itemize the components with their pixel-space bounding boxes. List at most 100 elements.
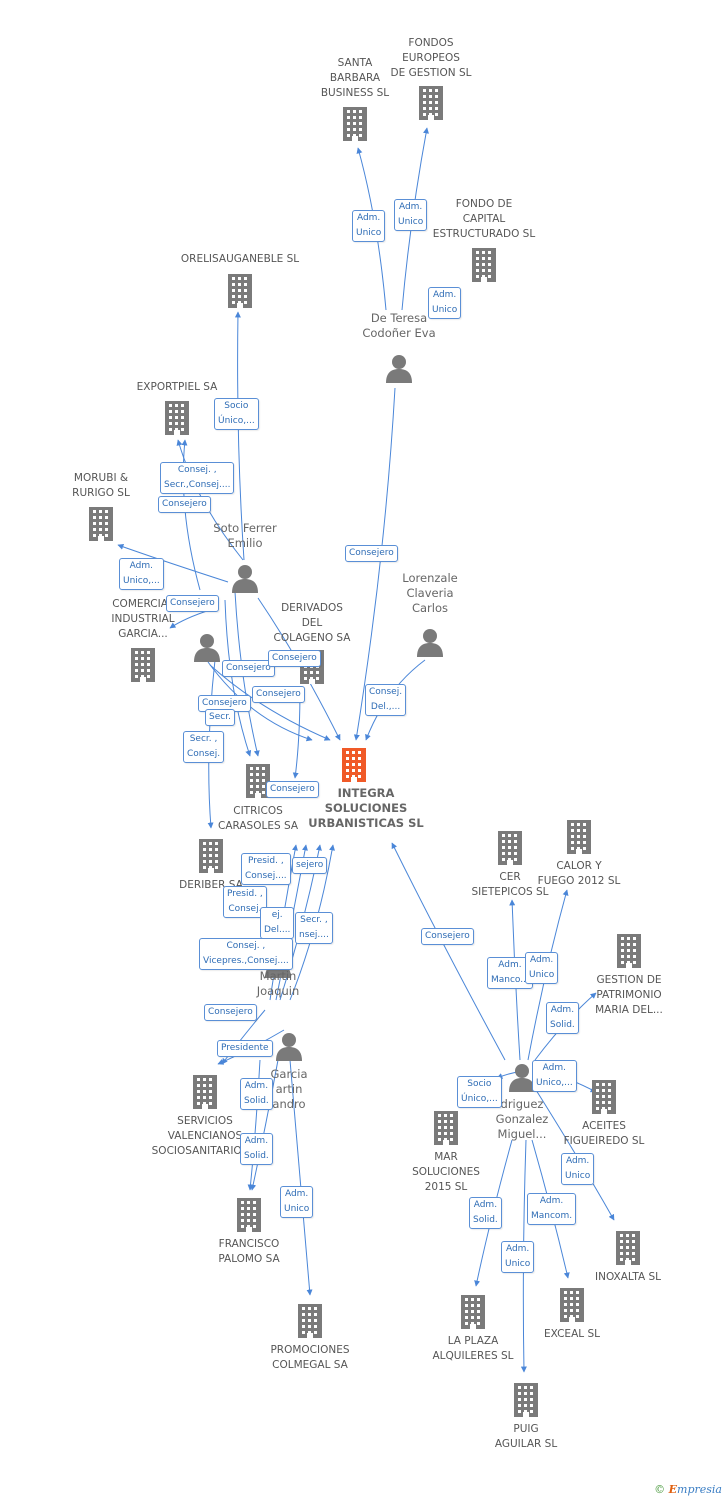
- relation-edge: [391, 842, 506, 1061]
- relation-label[interactable]: Adm.Unico,...: [119, 558, 164, 590]
- relation-label[interactable]: Adm.Unico: [352, 210, 386, 242]
- relation-edge: [250, 1059, 279, 1191]
- relation-label[interactable]: Consejero: [345, 545, 398, 562]
- building-icon[interactable]: [190, 1075, 220, 1113]
- person-icon[interactable]: [274, 1031, 304, 1065]
- company-label-exportpiel[interactable]: EXPORTPIEL SA: [136, 381, 218, 393]
- relation-edge: [209, 664, 331, 741]
- relation-label[interactable]: Adm.Unico: [394, 199, 428, 231]
- building-icon[interactable]: [431, 1111, 461, 1149]
- relation-edge: [289, 1059, 313, 1296]
- building-icon[interactable]: [340, 107, 370, 145]
- building-icon[interactable]: [458, 1295, 488, 1333]
- building-icon[interactable]: [589, 1080, 619, 1118]
- company-label-orelis[interactable]: ORELISAUGANEBLE SL: [180, 253, 300, 265]
- relation-label[interactable]: Consejero: [268, 650, 321, 667]
- relation-label[interactable]: Presid. ,Consej....: [241, 853, 291, 885]
- company-label-exceal[interactable]: EXCEAL SL: [544, 1328, 600, 1340]
- relation-label[interactable]: Adm.Solid.: [240, 1133, 273, 1165]
- person-icon[interactable]: [384, 353, 414, 387]
- person-icon[interactable]: [507, 1062, 537, 1096]
- relation-label[interactable]: Consej.Del.,...: [365, 684, 407, 716]
- building-icon[interactable]: [557, 1288, 587, 1326]
- relation-label[interactable]: Presidente: [217, 1040, 273, 1057]
- relation-label[interactable]: Consejero: [204, 1004, 257, 1021]
- relation-label[interactable]: Adm.Solid.: [240, 1078, 273, 1110]
- company-label-morubi[interactable]: MORUBI &RURIGO SL: [72, 472, 130, 499]
- building-icon[interactable]: [295, 1304, 325, 1342]
- main-company-icon[interactable]: [339, 748, 369, 786]
- relation-label[interactable]: Adm.Unico: [525, 952, 559, 984]
- relation-label[interactable]: Consejero: [166, 595, 219, 612]
- building-icon[interactable]: [495, 831, 525, 869]
- relation-label[interactable]: Consejero: [222, 660, 275, 677]
- relation-label[interactable]: ej.Del....: [260, 907, 295, 939]
- relation-edge: [247, 1059, 261, 1191]
- relation-label[interactable]: Adm.Solid.: [546, 1002, 579, 1034]
- relation-label[interactable]: Consejero: [252, 686, 305, 703]
- relation-label[interactable]: Consej. ,Vicepres.,Consej....: [199, 938, 293, 970]
- building-icon[interactable]: [469, 248, 499, 286]
- relation-label[interactable]: Secr. ,Consej.: [183, 731, 225, 763]
- relation-edge: [221, 1009, 266, 1065]
- relation-label[interactable]: Secr.: [205, 709, 235, 726]
- building-icon[interactable]: [234, 1198, 264, 1236]
- relation-label[interactable]: Adm.Unico: [561, 1153, 595, 1185]
- relation-label[interactable]: Adm.Unico: [428, 287, 462, 319]
- relation-label[interactable]: Consejero: [266, 781, 319, 798]
- person-icon[interactable]: [415, 627, 445, 661]
- person-icon[interactable]: [192, 632, 222, 666]
- relation-label[interactable]: Secr. ,nsej....: [295, 912, 333, 944]
- building-icon[interactable]: [225, 274, 255, 312]
- relation-label[interactable]: Consejero: [421, 928, 474, 945]
- relation-label[interactable]: Adm.Unico: [280, 1186, 314, 1218]
- relation-edge: [117, 543, 229, 583]
- building-icon[interactable]: [614, 934, 644, 972]
- empresia-logo[interactable]: © Empresia: [654, 1483, 722, 1496]
- company-label-inoxalta[interactable]: INOXALTA SL: [595, 1271, 661, 1283]
- building-icon[interactable]: [613, 1231, 643, 1269]
- building-icon[interactable]: [564, 820, 594, 858]
- relation-label[interactable]: sejero: [292, 857, 328, 874]
- relation-label[interactable]: Adm.Unico,...: [532, 1060, 577, 1092]
- relation-label[interactable]: Adm.Unico: [501, 1241, 535, 1273]
- person-icon[interactable]: [230, 563, 260, 597]
- relation-edge: [353, 387, 396, 741]
- building-icon[interactable]: [416, 86, 446, 124]
- relation-label[interactable]: Consej. ,Secr.,Consej....: [160, 462, 235, 494]
- building-icon[interactable]: [511, 1383, 541, 1421]
- building-icon[interactable]: [128, 648, 158, 686]
- relation-label[interactable]: Adm.Solid.: [469, 1197, 502, 1229]
- relation-label[interactable]: Adm.Mancom.: [527, 1193, 577, 1225]
- building-icon[interactable]: [196, 839, 226, 877]
- relation-label[interactable]: Presid. ,Consej.: [223, 886, 267, 918]
- building-icon[interactable]: [86, 507, 116, 545]
- relation-label[interactable]: Consejero: [158, 496, 211, 513]
- building-icon[interactable]: [162, 401, 192, 439]
